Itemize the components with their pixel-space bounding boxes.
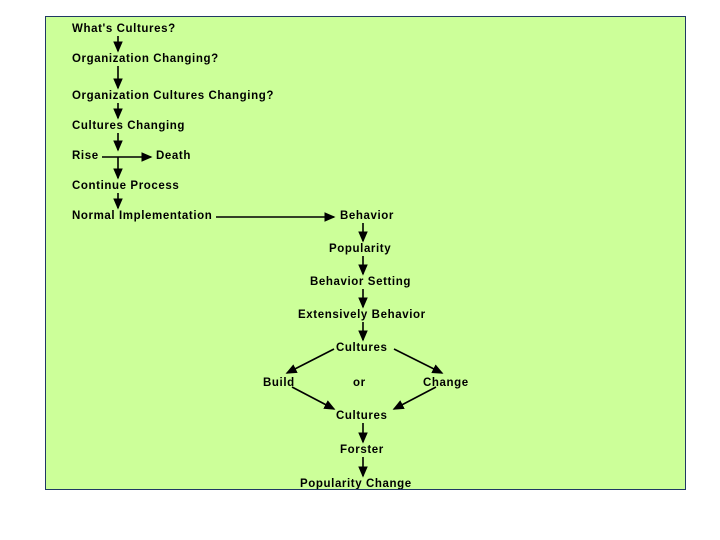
node-build[interactable]: Build — [263, 377, 295, 389]
node-cultures-lower[interactable]: Cultures — [336, 410, 388, 422]
node-normal-implementation[interactable]: Normal Implementation — [72, 210, 213, 222]
diagram-canvas: What's Cultures? Organization Changing? … — [46, 17, 685, 489]
node-behavior[interactable]: Behavior — [340, 210, 395, 222]
slide-canvas: What's Cultures? Organization Changing? … — [45, 16, 686, 490]
node-change[interactable]: Change — [423, 377, 469, 389]
arrow-build-to-cultures — [291, 386, 336, 410]
node-extensively-behavior[interactable]: Extensively Behavior — [298, 309, 426, 321]
node-organization-cultures-changing[interactable]: Organization Cultures Changing? — [72, 90, 274, 102]
node-whats-cultures[interactable]: What's Cultures? — [72, 23, 176, 35]
node-behavior-setting[interactable]: Behavior Setting — [310, 276, 411, 288]
node-death[interactable]: Death — [156, 150, 191, 162]
arrow-cultures-to-build — [285, 348, 335, 374]
node-cultures-changing[interactable]: Cultures Changing — [72, 120, 186, 132]
arrow-change-to-cultures — [392, 386, 437, 410]
node-or[interactable]: or — [353, 377, 366, 389]
node-popularity[interactable]: Popularity — [329, 243, 392, 255]
node-popularity-change[interactable]: Popularity Change — [300, 478, 412, 490]
node-forster[interactable]: Forster — [340, 444, 384, 456]
node-organization-changing[interactable]: Organization Changing? — [72, 53, 219, 65]
node-continue-process[interactable]: Continue Process — [72, 180, 180, 192]
arrow-cultures-to-change — [393, 348, 444, 374]
node-rise[interactable]: Rise — [72, 150, 99, 162]
node-cultures-upper[interactable]: Cultures — [336, 342, 388, 354]
